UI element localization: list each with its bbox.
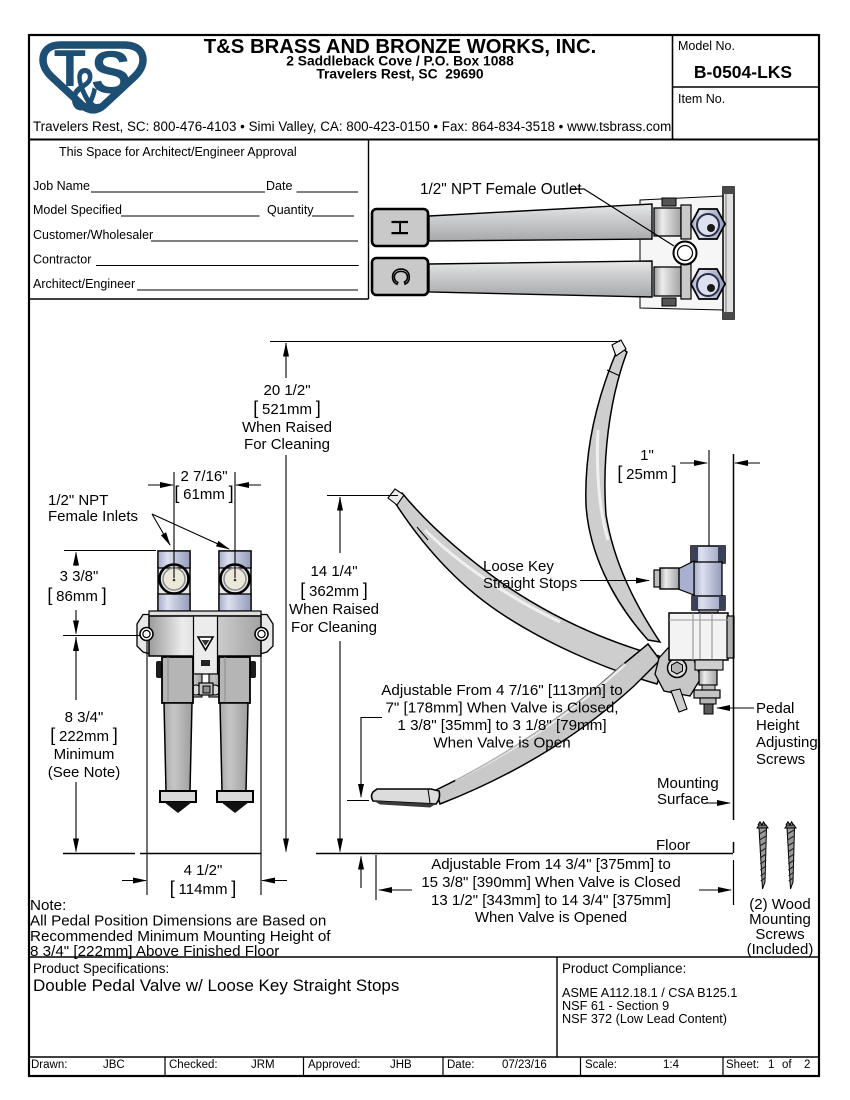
- svg-text:Mounting: Mounting: [749, 911, 811, 928]
- svg-text:NSF 372 (Low Lead Content): NSF 372 (Low Lead Content): [562, 1012, 727, 1026]
- svg-text:4 1/2": 4 1/2": [184, 862, 223, 879]
- svg-text:2 7/16": 2 7/16": [180, 468, 227, 485]
- svg-text:Date: Date: [266, 179, 292, 193]
- svg-text:Female Inlets: Female Inlets: [48, 508, 138, 525]
- svg-text:Loose Key: Loose Key: [483, 558, 554, 575]
- svg-text:Adjustable From 14 3/4" [375mm: Adjustable From 14 3/4" [375mm] to: [431, 856, 671, 873]
- svg-text:Product Specifications:: Product Specifications:: [33, 961, 169, 976]
- svg-text:&: &: [70, 56, 100, 123]
- svg-text:Drawn:: Drawn:: [31, 1059, 67, 1071]
- svg-text:T: T: [54, 40, 86, 98]
- svg-text:Travelers Rest, SC: 800-476-41: Travelers Rest, SC: 800-476-4103 • Simi …: [33, 119, 671, 134]
- svg-text:Approved:: Approved:: [308, 1059, 360, 1071]
- svg-text:All Pedal Position Dimensions: All Pedal Position Dimensions are Based …: [30, 913, 326, 930]
- svg-text:[ 362mm ]: [ 362mm ]: [300, 580, 368, 600]
- svg-text:Checked:: Checked:: [169, 1059, 218, 1071]
- svg-text:Model No.: Model No.: [678, 39, 735, 53]
- svg-text:[ 222mm ]: [ 222mm ]: [50, 725, 118, 745]
- svg-text:13 1/2" [343mm] to 14 3/4" [37: 13 1/2" [343mm] to 14 3/4" [375mm]: [431, 892, 671, 909]
- svg-text:(Included): (Included): [747, 941, 814, 958]
- svg-text:Model Specified: Model Specified: [33, 203, 122, 217]
- svg-text:JBC: JBC: [103, 1059, 125, 1071]
- svg-text:Date:: Date:: [447, 1059, 475, 1071]
- svg-text:Note:: Note:: [30, 897, 66, 914]
- svg-text:Mounting: Mounting: [657, 775, 719, 792]
- svg-text:[ 25mm ]: [ 25mm ]: [617, 463, 676, 483]
- svg-text:Recommended Minimum Mounting H: Recommended Minimum Mounting Height of: [30, 928, 331, 945]
- svg-text:7" [178mm] When Valve is Close: 7" [178mm] When Valve is Closed,: [385, 700, 618, 717]
- svg-text:Job Name: Job Name: [33, 179, 90, 193]
- svg-text:T&S BRASS AND BRONZE WORKS, IN: T&S BRASS AND BRONZE WORKS, INC.: [204, 36, 596, 58]
- svg-text:Product Compliance:: Product Compliance:: [562, 961, 686, 976]
- svg-text:3 3/8": 3 3/8": [60, 568, 99, 585]
- svg-text:Architect/Engineer: Architect/Engineer: [33, 277, 135, 291]
- svg-text:Floor: Floor: [656, 837, 690, 854]
- svg-text:Adjustable From 4 7/16" [113mm: Adjustable From 4 7/16" [113mm] to: [381, 682, 622, 699]
- svg-text:Minimum: Minimum: [54, 746, 115, 763]
- svg-text:2 Saddleback Cove / P.O. Box 1: 2 Saddleback Cove / P.O. Box 1088: [286, 54, 514, 69]
- svg-text:14 1/4": 14 1/4": [310, 563, 357, 580]
- svg-text:When Raised: When Raised: [289, 601, 379, 618]
- svg-text:2: 2: [804, 1059, 810, 1071]
- svg-text:Item No.: Item No.: [678, 92, 725, 106]
- svg-text:Surface: Surface: [657, 791, 709, 808]
- svg-text:S: S: [91, 39, 131, 106]
- svg-text:1 3/8" [35mm] to 3 1/8" [79mm]: 1 3/8" [35mm] to 3 1/8" [79mm]: [397, 717, 606, 734]
- svg-text:ASME A112.18.1 / CSA B125.1: ASME A112.18.1 / CSA B125.1: [562, 986, 737, 1000]
- svg-text:When Valve is Open: When Valve is Open: [433, 735, 570, 752]
- svg-text:When Valve is Opened: When Valve is Opened: [475, 909, 627, 926]
- svg-text:[ 61mm ]: [ 61mm ]: [174, 483, 233, 503]
- svg-text:20 1/2": 20 1/2": [263, 382, 310, 399]
- svg-text:1": 1": [640, 447, 654, 464]
- svg-text:Customer/Wholesaler: Customer/Wholesaler: [33, 228, 153, 242]
- svg-text:Screws: Screws: [755, 926, 804, 943]
- svg-text:When Raised: When Raised: [242, 419, 332, 436]
- svg-text:Travelers Rest, SC 29690: Travelers Rest, SC 29690: [316, 67, 484, 82]
- svg-text:B-0504-LKS: B-0504-LKS: [694, 62, 792, 82]
- svg-text:[ 521mm ]: [ 521mm ]: [253, 398, 321, 418]
- svg-text:Contractor: Contractor: [33, 253, 91, 267]
- svg-text:(See Note): (See Note): [48, 764, 121, 781]
- svg-text:8 3/4": 8 3/4": [65, 709, 104, 726]
- svg-text:Scale:: Scale:: [585, 1059, 617, 1071]
- svg-text:JHB: JHB: [390, 1059, 412, 1071]
- svg-text:Adjusting: Adjusting: [756, 734, 818, 751]
- svg-text:C: C: [387, 268, 414, 285]
- svg-text:Sheet:: Sheet:: [726, 1059, 759, 1071]
- svg-text:Straight Stops: Straight Stops: [483, 575, 577, 592]
- svg-text:Quantity: Quantity: [267, 203, 314, 217]
- svg-text:15 3/8" [390mm] When Valve is: 15 3/8" [390mm] When Valve is Closed: [421, 874, 680, 891]
- svg-text:Double Pedal Valve w/ Loose Ke: Double Pedal Valve w/ Loose Key Straight…: [33, 976, 399, 995]
- svg-text:(2) Wood: (2) Wood: [749, 896, 810, 913]
- svg-text:[ 86mm ]: [ 86mm ]: [47, 585, 106, 605]
- svg-text:JRM: JRM: [251, 1059, 275, 1071]
- svg-text:1: 1: [768, 1059, 774, 1071]
- svg-text:Height: Height: [756, 717, 800, 734]
- svg-text:Screws: Screws: [756, 751, 805, 768]
- svg-text:This Space for Architect/Engin: This Space for Architect/Engineer Approv…: [59, 145, 297, 159]
- svg-text:For Cleaning: For Cleaning: [291, 619, 377, 636]
- svg-text:8 3/4" [222mm] Above Finished: 8 3/4" [222mm] Above Finished Floor: [30, 943, 279, 960]
- svg-text:Pedal: Pedal: [756, 700, 794, 717]
- svg-text:For Cleaning: For Cleaning: [244, 436, 330, 453]
- svg-text:1/2" NPT: 1/2" NPT: [48, 492, 108, 509]
- svg-text:H: H: [386, 219, 413, 236]
- svg-text:1/2" NPT Female Outlet: 1/2" NPT Female Outlet: [420, 181, 582, 198]
- svg-text:1:4: 1:4: [663, 1059, 680, 1071]
- svg-text:of: of: [782, 1059, 792, 1071]
- svg-text:[ 114mm ]: [ 114mm ]: [170, 878, 236, 898]
- svg-text:NSF 61 - Section 9: NSF 61 - Section 9: [562, 999, 669, 1013]
- svg-text:07/23/16: 07/23/16: [502, 1059, 547, 1071]
